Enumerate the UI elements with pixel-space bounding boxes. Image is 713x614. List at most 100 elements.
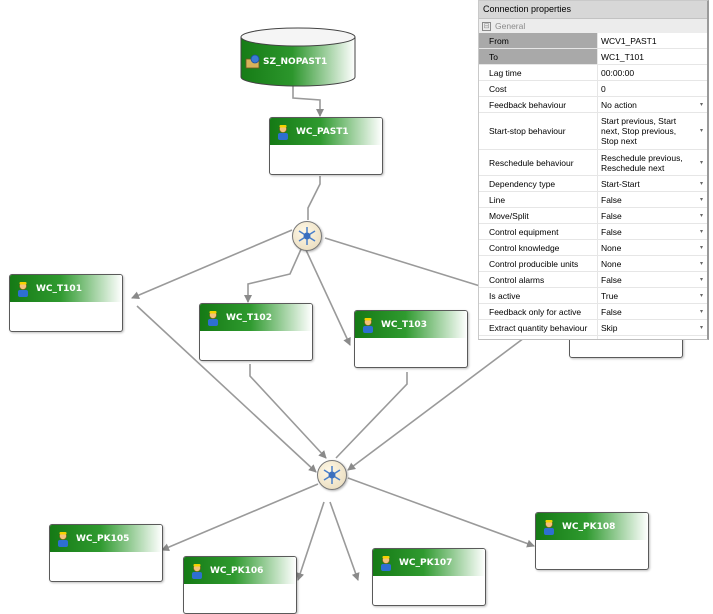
- worker-icon: [275, 124, 291, 140]
- hub-icon[interactable]: [292, 221, 322, 251]
- property-name: Control Quality: [479, 336, 598, 339]
- property-value[interactable]: Start-Start▾: [598, 176, 707, 191]
- property-value-text: WC1_T101: [601, 51, 644, 62]
- property-name: Start-stop behaviour: [479, 113, 598, 149]
- property-value-text: 0: [601, 83, 606, 94]
- property-name: Control producible units: [479, 256, 598, 271]
- property-value[interactable]: Skip ▾: [598, 320, 707, 335]
- worker-icon: [205, 310, 221, 326]
- connection-line: [136, 305, 317, 473]
- property-name: Feedback behaviour: [479, 97, 598, 112]
- storage-zone-node[interactable]: SZ_NOPAST1: [240, 27, 356, 87]
- work-center-label: WC_T102: [226, 312, 272, 323]
- storage-zone-icon: [245, 54, 260, 69]
- dropdown-arrow-icon[interactable]: ▾: [699, 228, 703, 235]
- dropdown-arrow-icon[interactable]: ▾: [699, 276, 703, 283]
- property-value[interactable]: 00:00:00: [598, 65, 707, 80]
- property-value-text: WCV1_PAST1: [601, 35, 657, 46]
- work-center-node[interactable]: WC_PK105: [49, 524, 163, 582]
- dropdown-arrow-icon[interactable]: ▾: [699, 101, 703, 108]
- dropdown-arrow-icon[interactable]: ▾: [700, 339, 703, 340]
- property-value[interactable]: WC1_T101: [598, 49, 707, 64]
- work-center-node[interactable]: WC_T103: [354, 310, 468, 368]
- collapse-icon[interactable]: ⊟: [482, 22, 491, 32]
- dropdown-arrow-icon[interactable]: ▾: [699, 324, 703, 331]
- property-value[interactable]: Start previous, Start next, Stop previou…: [598, 113, 707, 149]
- dropdown-arrow-icon[interactable]: ▾: [699, 212, 703, 219]
- property-value[interactable]: None▾: [598, 336, 707, 340]
- property-value[interactable]: True ▾: [598, 288, 707, 303]
- hub-icon[interactable]: [317, 460, 347, 490]
- property-value[interactable]: No action▾: [598, 97, 707, 112]
- category-general[interactable]: ⊟ General: [479, 19, 707, 33]
- dropdown-arrow-icon[interactable]: ▾: [699, 308, 703, 315]
- property-value[interactable]: 0: [598, 81, 707, 96]
- property-value[interactable]: False▾: [598, 304, 707, 319]
- property-name: Dependency type: [479, 176, 598, 191]
- property-value[interactable]: None▾: [598, 240, 707, 255]
- work-center-node[interactable]: WC_PK107: [372, 548, 486, 606]
- connection-line: [249, 364, 327, 459]
- connection-line: [347, 325, 541, 471]
- dropdown-arrow-icon[interactable]: ▾: [699, 260, 703, 267]
- worker-icon: [15, 281, 31, 297]
- property-name: Line: [479, 192, 598, 207]
- worker-icon: [55, 531, 71, 547]
- work-center-node[interactable]: WC_PAST1: [269, 117, 383, 175]
- property-name: To: [479, 49, 598, 64]
- property-name: Extract quantity behaviour: [479, 320, 598, 335]
- connection-line: [305, 249, 351, 346]
- property-value[interactable]: WCV1_PAST1: [598, 33, 707, 48]
- dropdown-arrow-icon[interactable]: ▾: [699, 292, 703, 299]
- property-value[interactable]: False▾: [598, 272, 707, 287]
- dropdown-arrow-icon[interactable]: ▾: [699, 180, 703, 187]
- category-label: General: [495, 21, 526, 31]
- property-name: Is active: [479, 288, 598, 303]
- connection-line: [292, 86, 324, 117]
- connection-line: [307, 176, 321, 220]
- dropdown-arrow-icon[interactable]: ▾: [699, 196, 703, 203]
- property-value[interactable]: False ▾: [598, 192, 707, 207]
- property-value-text: Skip: [601, 322, 618, 333]
- property-value-text: True: [601, 290, 619, 301]
- work-center-node[interactable]: WC_T102: [199, 303, 313, 361]
- storage-zone-label: SZ_NOPAST1: [263, 57, 328, 67]
- property-name: Cost: [479, 81, 598, 96]
- work-center-node[interactable]: WC_T101: [9, 274, 123, 332]
- work-center-node[interactable]: WC_PK106: [183, 556, 297, 614]
- property-name: Feedback only for active: [479, 304, 598, 319]
- connection-line: [296, 501, 325, 581]
- dropdown-arrow-icon[interactable]: ▾: [699, 244, 703, 251]
- property-row[interactable]: Control QualityNone▾: [479, 336, 707, 340]
- work-center-node[interactable]: WC_PK108: [535, 512, 649, 570]
- dropdown-arrow-icon[interactable]: ▾: [699, 128, 703, 134]
- property-value-text: False: [601, 194, 622, 205]
- work-center-label: WC_PK106: [210, 565, 264, 576]
- cylinder-shape: [240, 27, 356, 87]
- property-value[interactable]: False▾: [598, 224, 707, 239]
- property-value[interactable]: None▾: [598, 256, 707, 271]
- connection-line: [335, 372, 408, 459]
- connection-line: [347, 477, 535, 548]
- property-value[interactable]: Reschedule previous, Reschedule next▾: [598, 150, 707, 175]
- property-value[interactable]: False▾: [598, 208, 707, 223]
- dropdown-arrow-icon[interactable]: ▾: [699, 159, 703, 166]
